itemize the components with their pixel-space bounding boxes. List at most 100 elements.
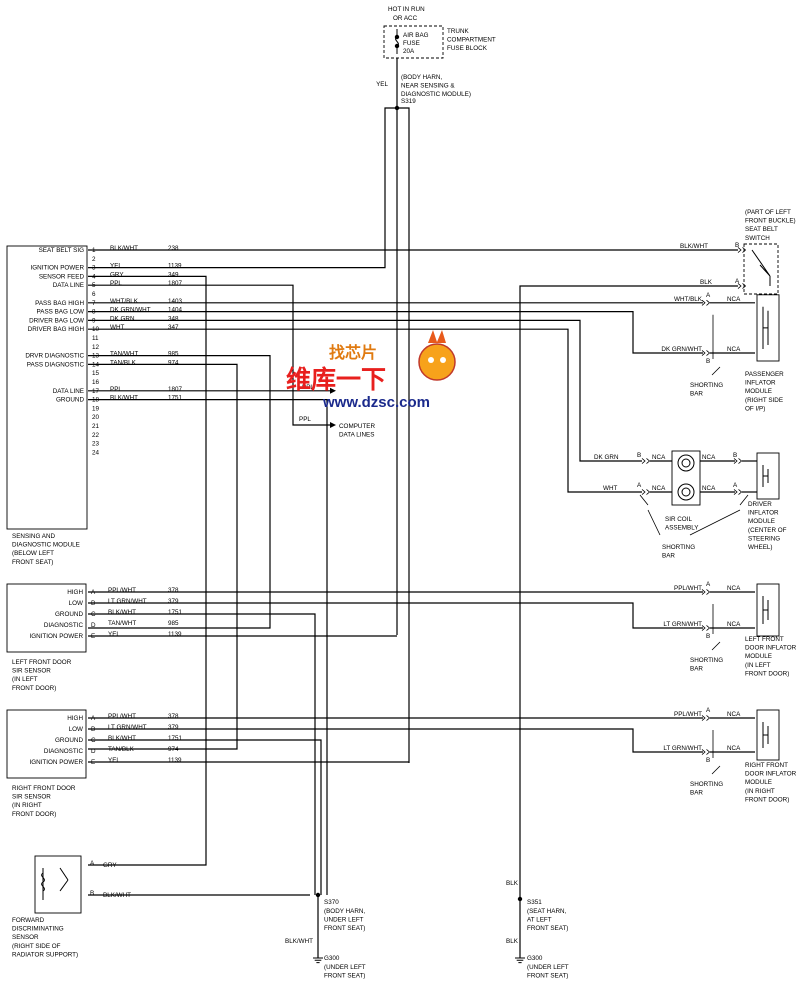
driver-inflator-caption: DRIVER [748,501,772,508]
s351-note: AT LEFT [527,917,552,924]
sdm-wire-color: DK GRN/WHT [110,307,151,314]
sdm-pin-label: DRVR DIAGNOSTIC [25,353,84,360]
left-door-inflator-caption: MODULE [745,653,772,660]
fuse-name: AIR BAG [403,32,429,39]
fuse-block-caption: TRUNK [447,28,469,35]
g300-note: (UNDER LEFT [324,964,366,971]
pass-inflator-caption: MODULE [745,388,772,395]
left-sensor-wire-color: BLK/WHT [108,609,136,616]
driver-nca: NCA [702,454,716,461]
left-sensor-pin-label: LOW [69,600,83,607]
left-sensor-caption: (IN LEFT [12,676,38,683]
left-sensor-pin-letter: C [91,611,96,618]
right-sensor-pin-letter: B [91,726,95,733]
left-sensor-caption: SIR SENSOR [12,668,51,675]
component-layer [6,25,780,964]
driver-bag-high-wire [88,328,642,493]
s351-note: FRONT SEAT) [527,925,568,932]
sdm-pin-number: 11 [92,335,99,342]
computer-data-lines-label: DATA LINES [339,432,374,439]
sdm-ignition-wire [88,107,397,269]
right-sensor-pin-letter: E [91,759,95,766]
right-sensor-caption: SIR SENSOR [12,794,51,801]
pass-inflator-pin-a: A [706,292,711,299]
sdm-pin-number: 21 [92,423,100,430]
computer-data-lines-label: COMPUTER [339,423,375,430]
seat-belt-return-wire [519,285,738,958]
left-sensor-circuit-number: 1139 [168,631,182,638]
left-sensor-pin-letter: A [91,589,96,596]
sdm-caption: (BELOW LEFT [12,550,54,557]
seat-belt-connector-b [737,247,747,253]
pass-inflator-module-box [756,294,780,362]
pass-inflator-wire-b: DK GRN/WHT [661,346,702,353]
right-sensor-ground-wire [88,739,322,895]
seat-belt-pin-b: B [735,242,739,249]
right-door-inflator-shorting-bar-label: SHORTING [690,781,723,788]
left-door-inflator-shorting-bar-label: BAR [690,666,703,673]
driver-pin-b: B [733,452,737,459]
left-door-inflator-caption: FRONT DOOR) [745,670,789,677]
driver-pin-a: A [733,482,738,489]
seat-belt-switch-box [743,243,779,295]
sdm-wire-color: GRY [110,271,124,278]
left-sensor-low-wire [88,602,703,629]
driver-bag-low-wire [88,319,642,462]
left-sensor-ground-wire [88,613,316,895]
left-door-inflator-pin-a: A [706,581,711,588]
pass-inflator-wire-a: WHT/BLK [674,296,703,303]
sdm-pin-number: 3 [92,265,96,272]
left-sensor-circuit-number: 985 [168,620,179,627]
s351-note: (SEAT HARN, [527,908,567,915]
right-sensor-box [6,709,87,779]
sdm-pin-label: DATA LINE [53,388,84,395]
right-door-inflator-caption: DOOR INFLATOR [745,771,797,778]
s351-wire-top: BLK [506,880,519,887]
ignition-bus-right [397,107,410,763]
pass-inflator-shorting-bar-label: BAR [690,391,703,398]
sdm-pin-label: IGNITION POWER [30,265,84,272]
fuse-amp: 20A [403,48,415,55]
pass-inflator-pin-b: B [706,358,710,365]
fds-wire-color: BLK/WHT [103,892,131,899]
sdm-wire-color: PPL [110,280,122,287]
right-sensor-circuit-number: 974 [168,746,179,753]
right-door-inflator-nca: NCA [727,711,741,718]
coil-icon [681,458,691,468]
left-door-inflator-pin-b: B [706,633,710,640]
sdm-circuit-number: 347 [168,324,179,331]
right-sensor-wire-color: TAN/BLK [108,746,135,753]
right-door-inflator-connector-a [701,715,711,721]
s351-label: S351 [527,899,542,906]
watermark-url: www.dzsc.com [322,394,430,411]
left-door-inflator-caption: (IN LEFT [745,662,771,669]
driver-shorting-bar-label: SHORTING [662,544,695,551]
driver-nca: NCA [652,485,666,492]
pass-bag-low-wire [88,311,703,354]
left-door-inflator-shorting-bar-icon [711,604,721,651]
right-sensor-wire-color: BLK/WHT [108,735,136,742]
sir-coil-box [671,450,701,506]
seat-belt-connector-a [737,283,747,289]
right-sensor-circuit-number: 378 [168,713,179,720]
coil-icon [677,483,695,501]
left-door-inflator-nca: NCA [727,585,741,592]
s319-harness-note: NEAR SENSING & [401,83,455,90]
right-sensor-pin-label: IGNITION POWER [29,759,83,766]
arrow-icon [330,387,336,394]
pass-inflator-shorting-bar-label: SHORTING [690,382,723,389]
left-sensor-circuit-number: 378 [168,587,179,594]
g300-note: FRONT SEAT) [527,973,568,980]
fuse-label: FUSE [403,40,420,47]
right-sensor-wire-color: YEL [108,757,120,764]
sdm-pin-number: 20 [92,414,100,421]
sdm-caption: SENSING AND [12,533,55,540]
coil-icon [677,454,695,472]
sensor-feed-wire [88,275,207,866]
right-door-inflator-module-box [756,709,780,761]
sdm-wire-color: DK GRN [110,315,135,322]
g300-note: FRONT SEAT) [324,973,365,980]
left-sensor-pin-label: GROUND [55,611,83,618]
